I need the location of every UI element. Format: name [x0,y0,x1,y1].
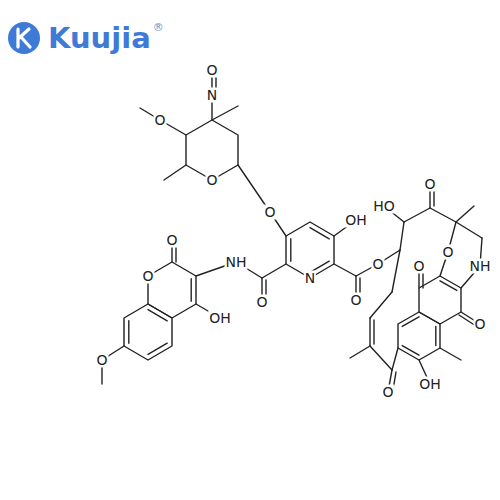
atom-label: O [263,205,276,220]
atom-label: O [165,233,178,248]
atom-label: O [95,353,108,368]
atom-label: N [304,271,316,286]
atom-label: OH [344,213,368,228]
atom-label: O [205,63,218,78]
atom-label: NH [469,259,492,274]
trademark-sign: ® [153,22,164,34]
brand-watermark: Kuujia [48,22,151,54]
atom-label: O [349,293,362,308]
atom-label: O [153,113,166,128]
atom-label: O [441,245,454,260]
atom-label: O [381,385,394,400]
atom-label: O [412,259,425,274]
atom-label: O [141,269,154,284]
atom-label: O [473,317,486,332]
bonds [102,70,482,392]
atom-label: OH [418,377,442,392]
atom-label: NH [225,255,248,270]
atom-label: O [423,177,436,192]
atom-label: O [255,295,268,310]
atom-label: N [206,88,218,103]
atom-label: O [205,173,218,188]
atom-label: HO [372,199,396,214]
atom-label: OH [208,311,232,326]
atom-label: O [371,257,384,272]
logo-icon [8,22,40,54]
